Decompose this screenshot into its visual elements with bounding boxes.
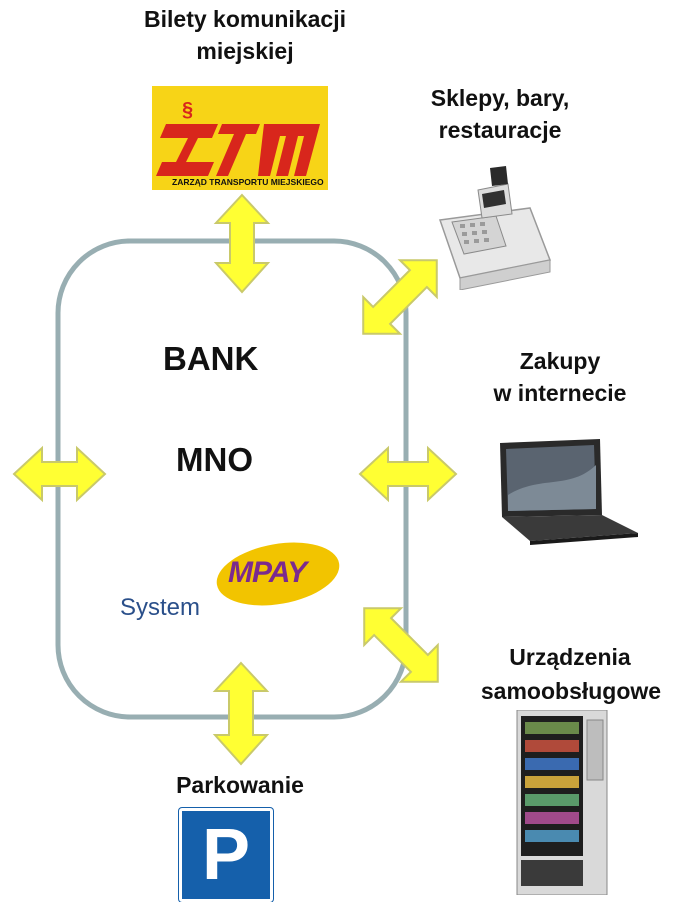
vending-label-line2: samoobsługowe — [480, 678, 662, 704]
system-loop — [55, 238, 409, 720]
svg-text:§: § — [182, 99, 193, 121]
cash-register-icon — [438, 166, 552, 291]
cash-register-image — [420, 150, 560, 291]
parking-sign: P — [179, 808, 273, 902]
mno-label: MNO — [176, 441, 253, 478]
ztm-logo: § ZARZĄD TRANSPORTU MIEJSKIEGO — [152, 86, 328, 190]
arrow-internet — [358, 445, 458, 503]
bank-label: BANK — [163, 340, 259, 377]
ztm-logo-text: ZARZĄD TRANSPORTU MIEJSKIEGO — [172, 177, 324, 187]
parking-label: Parkowanie — [176, 772, 304, 798]
arrow-ztm — [213, 193, 271, 294]
arrow-parking — [212, 661, 270, 766]
vending-machine-image — [515, 709, 610, 896]
internet-label-line2: w internecie — [493, 380, 627, 406]
arrow-left — [12, 445, 107, 503]
shops-label-line1: Sklepy, bary, — [430, 85, 570, 111]
vending-machine-icon — [516, 709, 608, 896]
shops-label-line2: restauracje — [438, 117, 562, 143]
ztm-logo-graphic: § — [152, 86, 328, 190]
arrow-shops — [362, 259, 438, 335]
internet-label-line1: Zakupy — [519, 348, 601, 374]
ztm-label-line1: Bilety komunikacji — [144, 6, 346, 32]
mpay-logo-graphic — [216, 542, 340, 606]
arrow-vending — [363, 607, 439, 683]
ztm-label-line2: miejskiej — [196, 38, 294, 64]
vending-label-line1: Urządzenia — [509, 644, 631, 670]
laptop-image — [490, 435, 640, 545]
mpay-brand-text: MPAY — [228, 556, 307, 589]
mpay-logo: MPAY System — [118, 542, 348, 622]
laptop-icon — [500, 439, 638, 545]
mpay-system-text: System — [120, 594, 201, 621]
parking-sign-letter: P — [201, 815, 251, 895]
